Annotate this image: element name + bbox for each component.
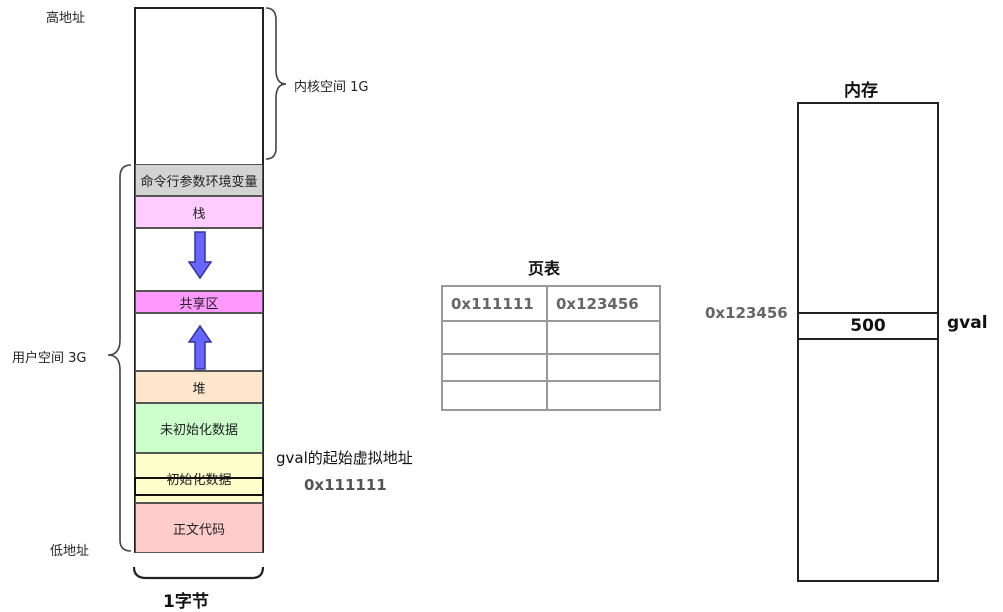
table-row: 0x111111 0x123456 — [441, 285, 661, 322]
kernel-space-brace — [265, 7, 287, 160]
memory-cell-value: 500 — [850, 316, 886, 336]
table-row — [441, 320, 661, 355]
table-cell: 0x111111 — [441, 285, 548, 322]
table-cell — [441, 320, 548, 355]
kernel-space-label: 内核空间 1G — [294, 80, 369, 95]
byte-width-brace — [132, 566, 265, 580]
segment-stack: 栈 — [135, 196, 263, 228]
gval-variable-label: gval — [947, 313, 988, 333]
gval-start-label: gval的起始虚拟地址 — [276, 449, 413, 467]
page-table-title: 页表 — [528, 259, 561, 278]
segment-heap: 堆 — [135, 371, 263, 403]
table-cell — [441, 380, 548, 411]
segment-gap-lower — [135, 313, 263, 371]
page-table: 0x111111 0x123456 — [441, 285, 661, 411]
segment-env-args: 命令行参数环境变量 — [135, 164, 263, 196]
table-cell — [546, 320, 661, 355]
byte-width-label: 1字节 — [163, 592, 209, 612]
high-address-label: 高地址 — [46, 11, 86, 26]
user-space-label: 用户空间 3G — [12, 351, 87, 366]
segment-gap-upper — [135, 228, 263, 291]
table-cell — [546, 380, 661, 411]
physical-address-label: 0x123456 — [705, 304, 788, 322]
table-row — [441, 380, 661, 411]
segment-text: 正文代码 — [135, 503, 263, 553]
table-row — [441, 353, 661, 382]
gval-highlight-box — [134, 477, 264, 496]
table-cell — [441, 353, 548, 382]
memory-cell: 500 — [797, 312, 939, 340]
table-cell — [546, 353, 661, 382]
table-cell: 0x123456 — [546, 285, 661, 322]
user-space-brace — [107, 164, 132, 552]
segment-shared: 共享区 — [135, 291, 263, 313]
gval-virtual-address: 0x111111 — [304, 476, 387, 494]
low-address-label: 低地址 — [50, 544, 90, 559]
memory-title: 内存 — [844, 81, 878, 101]
segment-bss: 未初始化数据 — [135, 403, 263, 453]
memory-block — [797, 102, 939, 582]
